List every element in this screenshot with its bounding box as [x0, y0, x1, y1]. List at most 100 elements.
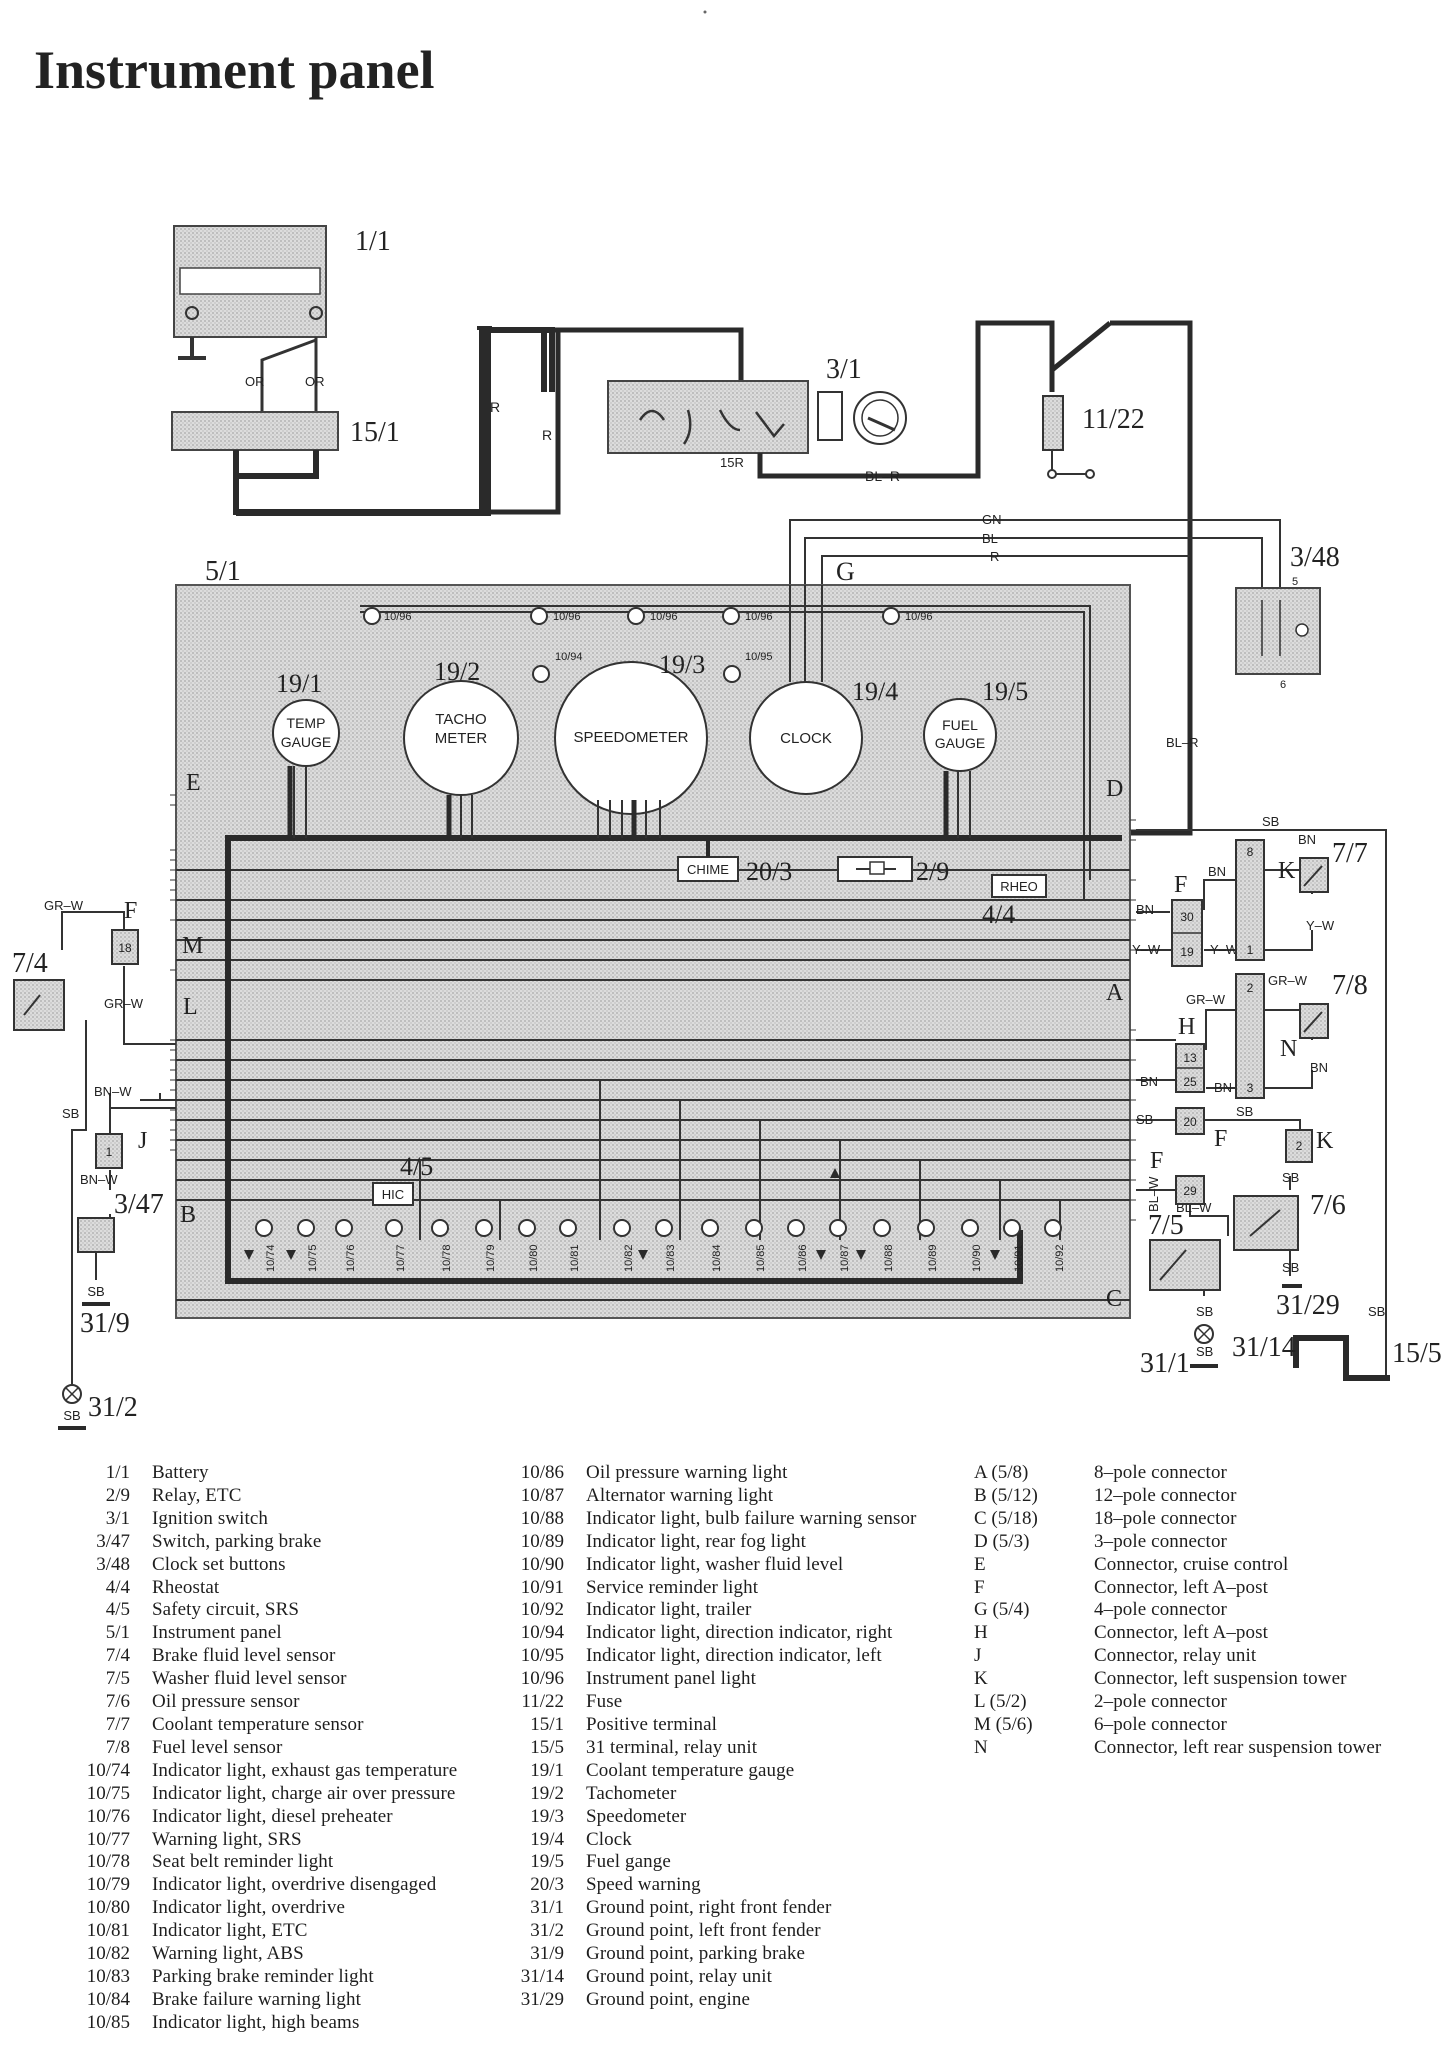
bulb-label: 10/77	[395, 1244, 407, 1272]
wire-label-y-w-2: Y–W	[1210, 942, 1239, 957]
oil-sensor-id: 7/6	[1310, 1190, 1346, 1221]
hic-module	[372, 1182, 414, 1206]
legend-code: 19/5	[530, 1851, 564, 1873]
left-wiring	[61, 911, 176, 1384]
parking-brake-switch[interactable]	[77, 1217, 115, 1253]
legend-description: Fuse	[586, 1691, 623, 1713]
legend-description: Indicator light, high beams	[152, 2011, 360, 2033]
clock-set-buttons[interactable]	[1235, 587, 1321, 675]
legend-description: Tachometer	[586, 1782, 677, 1804]
wire-label-gr-w-left2: GR–W	[104, 996, 144, 1011]
connector-g: G	[836, 557, 855, 586]
legend-code: 19/3	[530, 1805, 564, 1827]
legend-code: 7/7	[105, 1713, 130, 1735]
pin-2-k: 2	[1296, 1139, 1303, 1153]
battery-id: 1/1	[355, 226, 391, 257]
connector-e: E	[186, 770, 201, 796]
legend-description: Safety circuit, SRS	[152, 1599, 300, 1621]
legend-code: 11/22	[521, 1691, 564, 1713]
legend-code: 3/47	[96, 1530, 130, 1552]
indicator-light-icon	[613, 1219, 631, 1237]
wire-label-bn-4: BN	[1140, 1074, 1158, 1089]
legend-description: Coolant temperature gauge	[586, 1759, 795, 1781]
page-title: Instrument panel	[34, 40, 435, 100]
wire-label-bn-6: BN	[1310, 1060, 1328, 1075]
wire-label-sb-oil: SB	[1282, 1170, 1299, 1185]
legend-description: Oil pressure sensor	[152, 1691, 300, 1713]
bulb-label: 10/82	[623, 1244, 635, 1272]
top-bulbs	[363, 607, 900, 625]
connector-f-left: F	[124, 898, 137, 924]
wire-label-sb-gnd: SB	[63, 1408, 80, 1423]
bulb-label: 10/94	[555, 651, 583, 663]
bulb-label: 10/80	[528, 1244, 540, 1272]
legend-description: Connector, left A–post	[1094, 1622, 1268, 1644]
relay-unit-ground	[1293, 1335, 1390, 1381]
legend-code: 10/79	[86, 1874, 130, 1896]
wire-label-or-1: OR	[245, 374, 265, 389]
legend-code: 10/87	[520, 1484, 564, 1506]
hic-id: 4/5	[400, 1152, 433, 1181]
bulb-label: 10/83	[665, 1244, 677, 1272]
wire-label-gr-w-left: GR–W	[44, 898, 84, 913]
legend-description: 31 terminal, relay unit	[586, 1736, 758, 1758]
legend-code: C (5/18)	[974, 1507, 1038, 1529]
legend-code: 10/84	[86, 1988, 130, 2010]
legend-code: 7/5	[105, 1668, 130, 1690]
bulb-label: 10/96	[553, 611, 581, 623]
legend-code: 19/2	[530, 1782, 564, 1804]
legend-description: Indicator light, rear fog light	[586, 1530, 806, 1552]
legend-description: Indicator light, direction indicator, le…	[586, 1645, 882, 1667]
bottom-bulbs	[255, 1219, 1062, 1237]
legend-description: 4–pole connector	[1094, 1599, 1227, 1621]
legend-description: Ground point, relay unit	[586, 1965, 773, 1987]
panel-light-icon	[882, 607, 900, 625]
diodes	[244, 1168, 1000, 1260]
wire-label-bl-r-top: BL–R	[865, 468, 900, 484]
bulb-label: 10/90	[971, 1244, 983, 1272]
clock-id: 19/4	[852, 677, 898, 706]
wire-label-bl-r-side: BL–R	[1166, 735, 1199, 750]
legend-code: L (5/2)	[974, 1691, 1027, 1713]
washer-sensor-id: 7/5	[1148, 1210, 1184, 1241]
svg-text:SPEEDOMETER: SPEEDOMETER	[573, 729, 688, 746]
legend-code: 10/92	[520, 1599, 564, 1621]
connector-h: H	[1178, 1014, 1195, 1040]
ignition-switch-id: 3/1	[826, 354, 862, 385]
legend-row: L (5/2)2–pole connector	[974, 1691, 1381, 1714]
fuel-gauge-id: 19/5	[982, 677, 1028, 706]
legend-description: Ignition switch	[152, 1507, 269, 1529]
wire-label-y-w-1: Y–W	[1132, 942, 1161, 957]
panel-light-icon	[530, 607, 548, 625]
legend-description: 18–pole connector	[1094, 1507, 1237, 1529]
indicator-light-icon	[961, 1219, 979, 1237]
ground-engine-id: 31/29	[1276, 1290, 1340, 1321]
legend-description: Parking brake reminder light	[152, 1965, 374, 1987]
parking-brake-switch-id: 3/47	[114, 1189, 164, 1220]
legend-description: 8–pole connector	[1094, 1462, 1227, 1483]
connector-n-2-3	[1235, 973, 1265, 1099]
legend-code: 10/78	[86, 1851, 130, 1873]
legend-description: Indicator light, charge air over pressur…	[152, 1782, 456, 1804]
legend-description: Ground point, left front fender	[586, 1920, 821, 1942]
indicator-light-icon	[431, 1219, 449, 1237]
connector-j-1	[95, 1133, 123, 1169]
legend-code: 31/9	[530, 1943, 564, 1965]
connector-n: N	[1280, 1036, 1297, 1062]
legend-code: E	[974, 1553, 986, 1575]
legend-row: A (5/8)8–pole connector	[974, 1462, 1381, 1485]
bulb-label: 10/96	[905, 611, 933, 623]
